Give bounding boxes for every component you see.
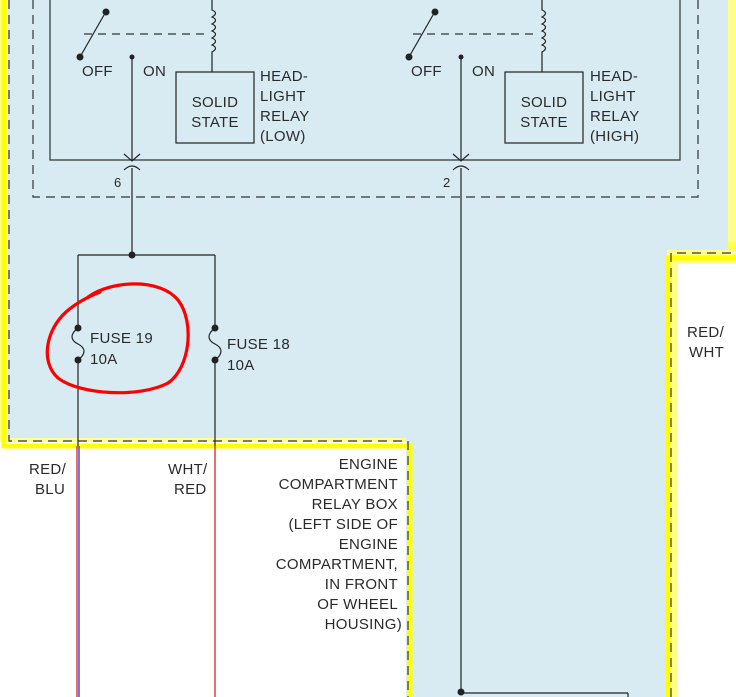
solid-state-line2: STATE <box>520 114 568 131</box>
solid-state-line2: STATE <box>191 114 239 131</box>
pin-number: 6 <box>114 175 121 190</box>
junction-dot <box>128 251 136 259</box>
solid-state-box <box>175 71 255 144</box>
solid-state-line1: SOLID <box>192 94 239 111</box>
switch-off-contact <box>76 53 84 61</box>
wire-red-blu <box>76 446 80 697</box>
connector-pin-6: 6 <box>114 153 141 190</box>
connector-arrow <box>123 153 141 162</box>
junction-dot <box>457 688 465 696</box>
relay-frame <box>49 0 681 161</box>
relay-name-line1: HEAD- <box>260 68 308 85</box>
caption-line: ENGINE <box>339 456 398 473</box>
caption-line: IN FRONT <box>325 576 398 593</box>
caption-line: COMPARTMENT <box>279 476 398 493</box>
relay-name-line3: RELAY <box>590 108 640 125</box>
relay-name-line2: LIGHT <box>260 88 306 105</box>
pin-number: 2 <box>443 175 450 190</box>
annotation-circle <box>45 282 190 395</box>
fuse-element <box>208 327 222 361</box>
relay-high: OFF ON SOLID STATE HEAD- LIGHT RELAY (HI… <box>405 0 640 160</box>
switch-pivot-dot <box>431 8 439 16</box>
on-label: ON <box>472 63 495 80</box>
relay-coil <box>210 0 217 72</box>
caption-line: RELAY BOX <box>312 496 398 513</box>
off-label: OFF <box>411 63 442 80</box>
fuse-18: FUSE 18 10A <box>208 324 290 374</box>
relay-coil <box>540 0 547 72</box>
solid-state-box <box>504 71 584 144</box>
wire-color-label: RED/ <box>687 324 725 341</box>
circuit-wires <box>77 168 629 697</box>
on-label: ON <box>143 63 166 80</box>
wire-color-label: WHT <box>689 344 724 361</box>
wire-color-label: RED/ <box>29 461 67 478</box>
off-label: OFF <box>82 63 113 80</box>
caption-line: (LEFT SIDE OF <box>289 516 398 533</box>
relay-name-line2: LIGHT <box>590 88 636 105</box>
switch-blade <box>79 14 105 58</box>
solid-state-line1: SOLID <box>521 94 568 111</box>
fuse-name: FUSE 19 <box>90 330 153 347</box>
relay-name-line3: RELAY <box>260 108 310 125</box>
fuse-rating: 10A <box>90 351 118 368</box>
fuse-name: FUSE 18 <box>227 336 290 353</box>
dashed-boundaries <box>8 0 736 697</box>
relay-name-line4: (LOW) <box>260 128 306 145</box>
fuse-19: FUSE 19 10A <box>71 324 153 368</box>
wire-color-label: WHT/ <box>168 461 208 478</box>
relay-low: OFF ON SOLID STATE HEAD- LIGHT RELAY (LO… <box>76 0 310 160</box>
relay-box-panel <box>8 0 728 697</box>
relay-name-line1: HEAD- <box>590 68 638 85</box>
relay-name-line4: (HIGH) <box>590 128 639 145</box>
connector-arrow <box>452 153 470 162</box>
switch-blade <box>408 14 434 58</box>
outside-area-right <box>677 264 736 697</box>
caption-line: ENGINE <box>339 536 398 553</box>
wire-color-label: RED <box>174 481 207 498</box>
fuse-element <box>71 327 85 361</box>
switch-pivot-dot <box>102 8 110 16</box>
caption-line: COMPARTMENT, <box>276 556 398 573</box>
fuse-rating: 10A <box>227 357 255 374</box>
relay-box-caption: ENGINE COMPARTMENT RELAY BOX (LEFT SIDE … <box>276 456 402 633</box>
caption-line: HOUSING) <box>325 616 402 633</box>
connector-terminal <box>123 165 141 171</box>
switch-off-contact <box>405 53 413 61</box>
wire-color-label: BLU <box>35 481 65 498</box>
caption-line: OF WHEEL <box>317 596 398 613</box>
connector-pin-2: 2 <box>443 153 470 190</box>
connector-terminal <box>452 165 470 171</box>
